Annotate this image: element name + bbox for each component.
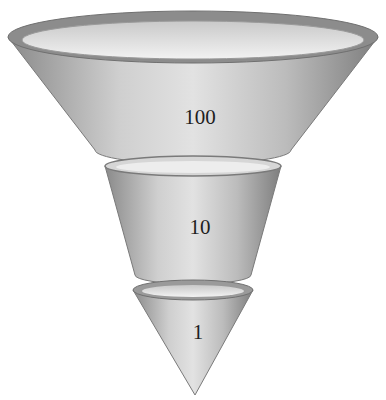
band-shape <box>6 9 380 166</box>
band-rim <box>105 156 281 176</box>
band-rim <box>8 11 378 63</box>
band-rim <box>116 161 270 173</box>
band-body <box>133 290 253 395</box>
band-rim <box>133 280 253 300</box>
funnel-band: 100 <box>6 9 380 166</box>
band-rim <box>22 21 364 59</box>
band-value: 1 <box>193 321 204 344</box>
band-value: 10 <box>190 216 211 239</box>
band-body <box>105 166 281 284</box>
funnel-band: 1 <box>131 278 255 397</box>
band-rim <box>142 285 244 297</box>
funnel-band: 10 <box>103 154 283 286</box>
band-value: 100 <box>184 106 216 129</box>
